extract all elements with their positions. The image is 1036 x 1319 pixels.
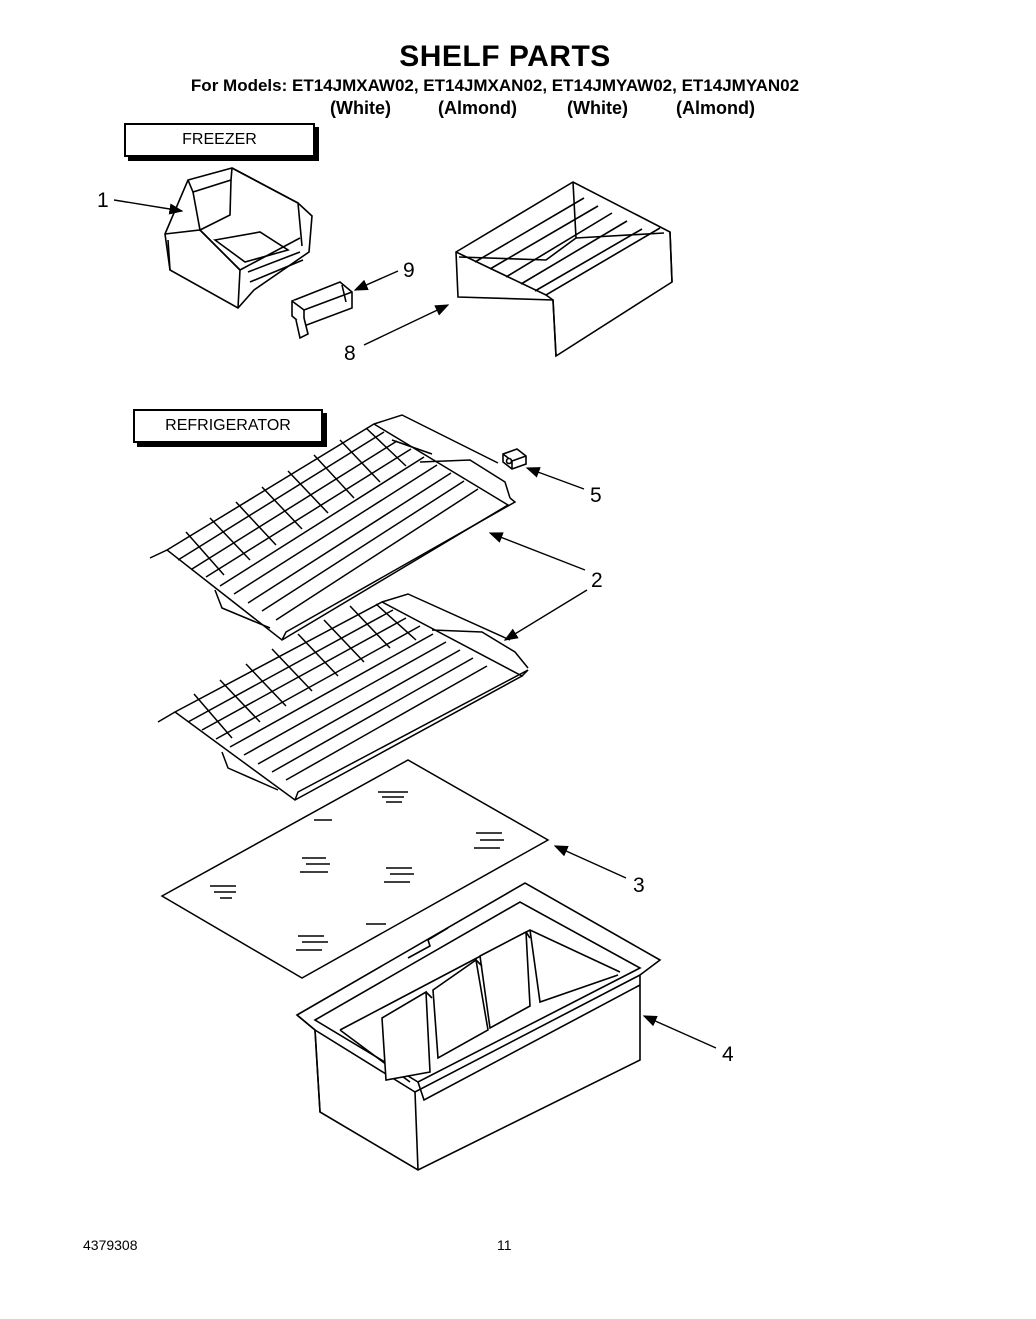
callout-9: 9 — [403, 259, 415, 282]
refrigerator-wire-shelf-upper — [149, 414, 517, 641]
callout-leaders — [113, 199, 717, 1049]
crisper-drawer — [295, 882, 662, 1171]
callout-3: 3 — [633, 874, 645, 897]
page-title: SHELF PARTS — [399, 40, 611, 73]
glass-shelf — [160, 759, 550, 979]
page-number: 11 — [497, 1237, 512, 1253]
models-line: For Models: ET14JMXAW02, ET14JMXAN02, ET… — [190, 76, 800, 95]
freezer-wire-shelf — [455, 181, 673, 358]
freezer-section-label: FREEZER — [124, 123, 315, 157]
callout-2: 2 — [591, 569, 603, 592]
color-label-3: (White) — [567, 98, 628, 118]
callout-8: 8 — [344, 342, 356, 365]
callout-4: 4 — [722, 1043, 734, 1066]
color-label-2: (Almond) — [438, 98, 517, 118]
callout-1: 1 — [97, 189, 109, 212]
color-label-1: (White) — [330, 98, 391, 118]
color-label-4: (Almond) — [676, 98, 755, 118]
shelf-end-cap — [502, 448, 527, 470]
callout-5: 5 — [590, 484, 602, 507]
refrigerator-wire-shelf-lower — [157, 593, 529, 801]
bin-clip — [291, 281, 353, 340]
refrigerator-section-label: REFRIGERATOR — [133, 409, 323, 443]
document-number: 4379308 — [83, 1237, 138, 1253]
freezer-bin — [164, 167, 313, 310]
